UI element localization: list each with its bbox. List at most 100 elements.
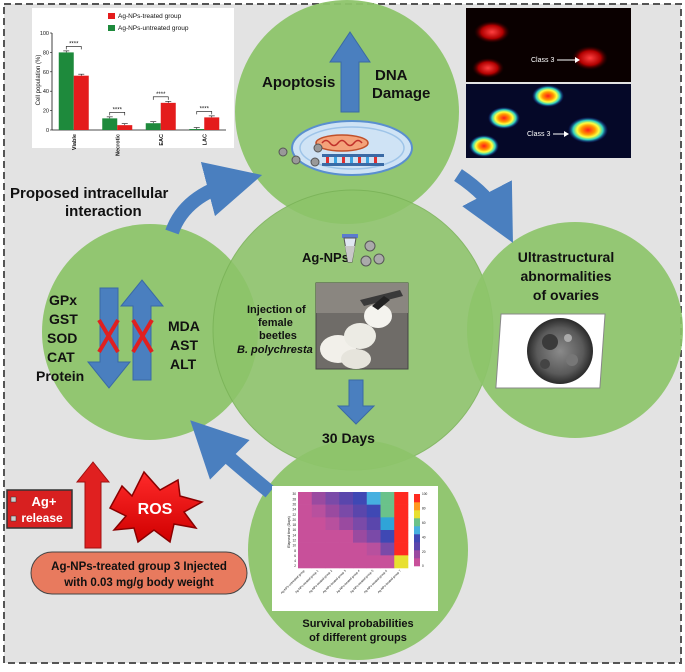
colorbar-tick-label: 100 [422,492,428,496]
heatmap-cell [394,492,409,505]
bar-untreated [189,129,205,130]
heatmap-cell [325,555,340,569]
colorbar-segment [414,502,420,511]
curved-arrow-right-down-icon [454,169,513,243]
heatmap-cell [339,542,354,556]
colorbar-segment [414,510,420,519]
bar-chart-bars: **************** [58,41,220,130]
marker-mda: MDA [168,318,200,334]
test-tube-icon [342,234,358,263]
legend-swatch [108,25,115,31]
heatmap-cell [353,530,368,543]
heatmap-cell [394,542,409,556]
beetle-injection-photo [315,282,409,370]
bar-treated [160,102,176,130]
bar-untreated [58,52,74,130]
injection-line-1: Injection of [247,304,306,316]
heatmap-ytick-label: 6 [294,554,296,558]
heatmap-cell [339,517,354,531]
heatmap-ytick-label: 8 [294,549,296,553]
survival-label-2: of different groups [309,632,407,644]
heatmap-cell [298,504,313,518]
heatmap-cell [380,530,395,543]
heatmap-cells [298,492,409,569]
heatmap-cell [311,517,326,531]
bar-treated [73,75,89,130]
colorbar-segment [414,494,420,503]
bar-category-label: LAC [202,134,208,145]
release-label: release [21,511,63,525]
marker-gst: GST [49,311,78,327]
up-arrow-icon [119,279,165,381]
colorbar-segment [414,518,420,527]
heatmap-ytick-label: 20 [292,518,296,522]
group3-line-1: Ag-NPs-treated group 3 Injected [51,561,227,573]
comet-panel-bottom: Class 3 [466,84,631,158]
dna-label-2: Damage [372,85,430,102]
significance-label: **** [113,107,123,113]
ultra-line-1: Ultrastructural [518,249,614,265]
proposed-label-1: Proposed intracellular [10,185,169,202]
heatmap-ytick-label: 2 [294,564,296,568]
heatmap-cell [380,542,395,556]
heatmap-cell [325,492,340,505]
legend-label: Ag-NPs-untreated group [118,25,189,32]
marker-cat: CAT [47,349,75,365]
heatmap-ylabel: Elapsed time (Days) [287,516,291,548]
bar-ytick-label: 60 [43,70,49,76]
dna-strand-icon [322,154,384,166]
heatmap-cell [366,492,381,505]
ultra-line-3: of ovaries [533,287,599,303]
heatmap-cell [380,555,395,569]
nanoparticle-icon [364,240,376,252]
bar-untreated [145,123,161,130]
right-circle-content: Ultrastructural abnormalities of ovaries [495,249,614,389]
colorbar-segment [414,534,420,543]
heatmap-cell [325,504,340,518]
heatmap-cell [298,517,313,531]
up-arrow-icon [329,31,371,113]
heatmap-cell [366,504,381,518]
top-circle-content: Apoptosis DNA Damage [262,31,430,176]
ag-plus-label: Ag+ [32,494,57,509]
heatmap-cell [366,517,381,531]
heatmap-cell [366,530,381,543]
mitochondria-icon [315,134,369,152]
nanoparticle-icon [310,157,320,167]
heatmap-cell [298,542,313,556]
heatmap-cell [298,492,313,505]
class3-label-top: Class 3 [531,57,554,64]
heatmap-ytick-label: 12 [292,538,296,542]
bar-category-label: Viable [72,134,78,150]
heatmap-cell [394,504,409,518]
heatmap-cell [325,530,340,543]
heatmap-cell [353,555,368,569]
bar-ytick-label: 0 [46,128,49,134]
colorbar-segment [414,542,420,551]
heatmap-ytick-label: 28 [292,497,296,501]
heatmap-cell [311,542,326,556]
heatmap-ytick-label: 10 [292,544,296,548]
heatmap-cell [311,555,326,569]
marker-ast: AST [170,337,198,353]
group3-dose-pill [30,551,248,595]
nanoparticle-icon [278,147,288,157]
heatmap-cell [325,517,340,531]
proposed-label-2: interaction [65,203,142,220]
bar-ytick-label: 20 [43,109,49,115]
bar-category-label: EAC [159,134,165,146]
significance-label: **** [156,92,166,98]
heatmap-cell [298,555,313,569]
heatmap-cell [394,555,409,569]
heatmap-cell [394,517,409,531]
legend-swatch [108,13,115,19]
heatmap-cell [353,492,368,505]
bar-ytick-label: 40 [43,89,49,95]
heatmap-ytick-label: 4 [294,559,296,563]
heatmap-cell [394,530,409,543]
